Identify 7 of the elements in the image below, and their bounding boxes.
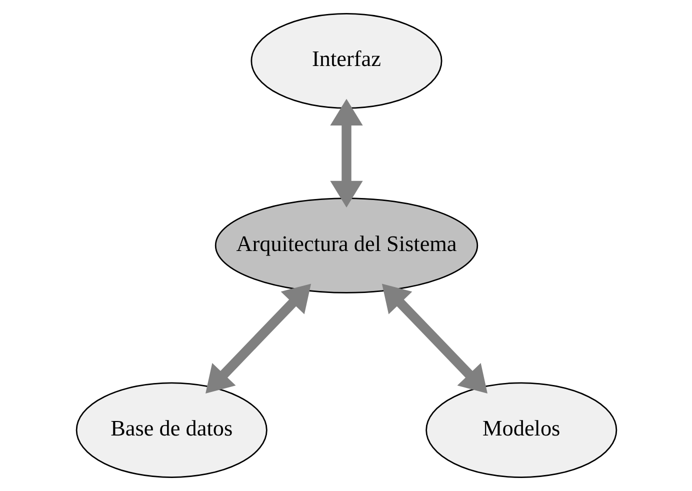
node-ellipse: Arquitectura del Sistema: [214, 198, 478, 294]
node-ellipse: Interfaz: [250, 13, 442, 109]
arrow: [205, 284, 311, 394]
node-ellipse: Base de datos: [75, 382, 267, 478]
node-ellipse: Modelos: [425, 382, 617, 478]
arrow: [330, 98, 362, 208]
arrow: [381, 284, 487, 394]
